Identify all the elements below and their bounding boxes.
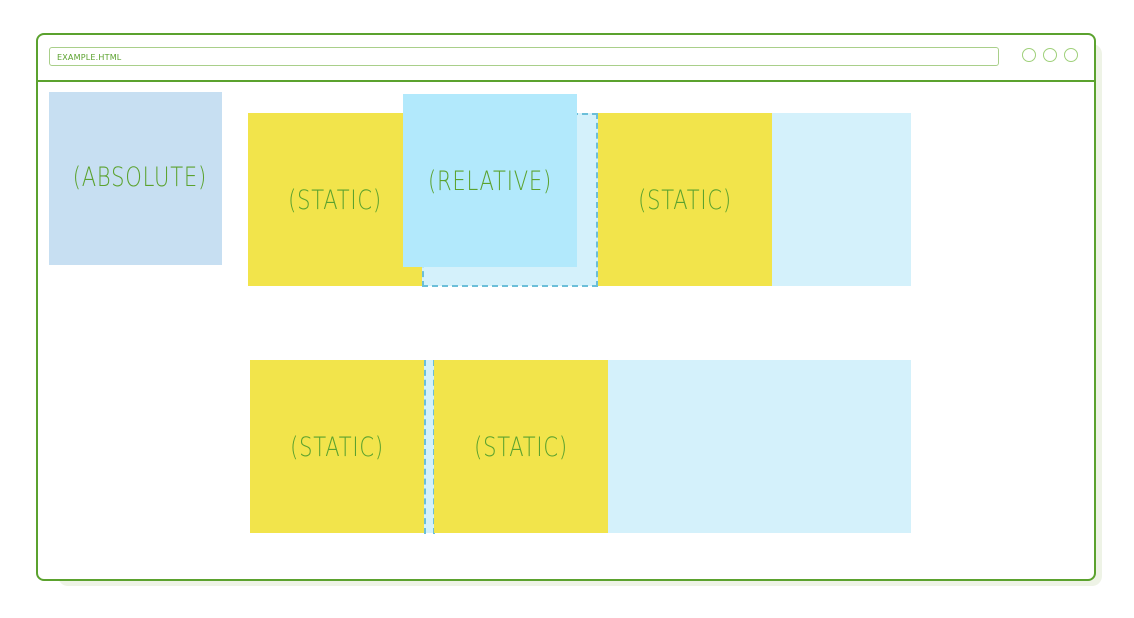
row2-static-label-2: (STATIC) xyxy=(474,432,568,463)
row2-static-label-1: (STATIC) xyxy=(290,432,384,463)
row1-static-box-2: (STATIC) xyxy=(598,113,772,286)
row1-static-label-1: (STATIC) xyxy=(288,185,382,216)
absolute-label: (ABSOLUTE) xyxy=(72,162,207,193)
window-control-circle-icon[interactable] xyxy=(1022,48,1036,62)
relative-box: (RELATIVE) xyxy=(403,94,577,267)
window-control-circle-icon[interactable] xyxy=(1043,48,1057,62)
address-bar[interactable]: EXAMPLE.HTML xyxy=(49,47,999,66)
relative-label: (RELATIVE) xyxy=(428,166,552,197)
row1-static-box-1: (STATIC) xyxy=(248,113,422,286)
browser-titlebar: EXAMPLE.HTML xyxy=(38,35,1094,82)
window-control-circle-icon[interactable] xyxy=(1064,48,1078,62)
row2-static-box-2: (STATIC) xyxy=(434,360,608,533)
row1-static-label-2: (STATIC) xyxy=(638,185,732,216)
row2-static-box-1: (STATIC) xyxy=(250,360,424,533)
absolute-box: (ABSOLUTE) xyxy=(49,92,222,265)
